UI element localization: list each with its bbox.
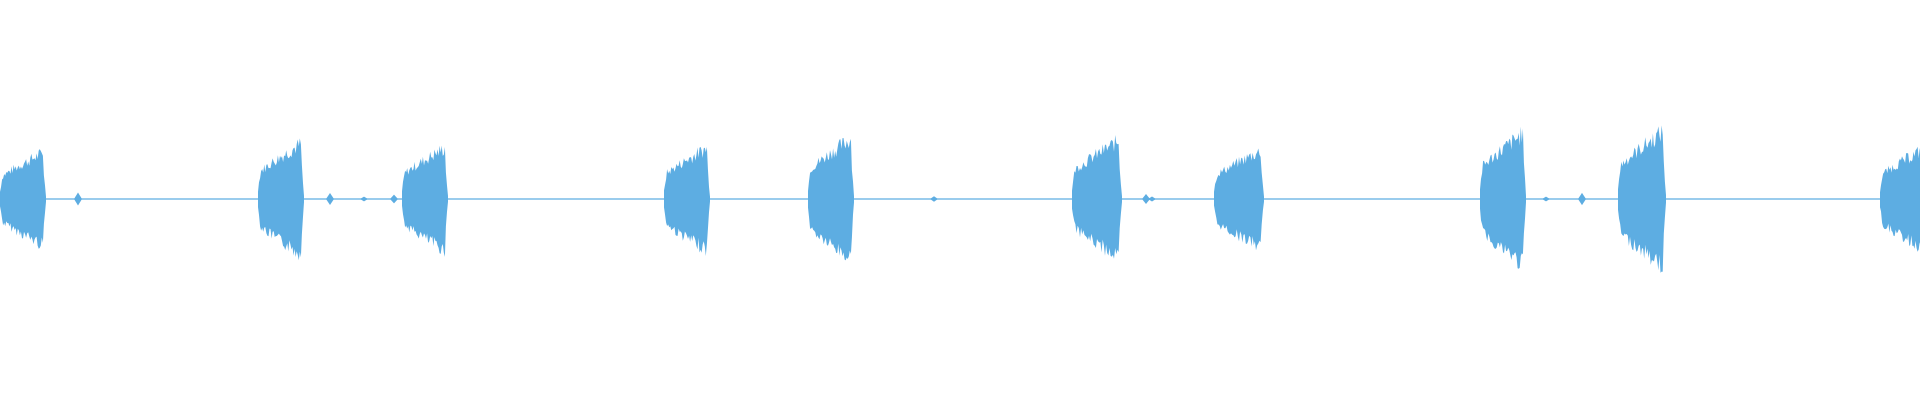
waveform-segment: [1880, 146, 1920, 252]
waveform-segment: [258, 138, 304, 261]
waveform-noise-blip: [930, 196, 938, 202]
waveform-noise-blip: [1148, 196, 1156, 202]
waveform-noise: [74, 192, 1586, 206]
waveform-noise-blip: [326, 192, 334, 206]
waveform-segment: [402, 145, 448, 257]
waveform-segment: [0, 149, 46, 249]
waveform-segment: [1618, 125, 1666, 273]
waveform-segment: [1480, 126, 1526, 269]
waveform-noise-blip: [1578, 192, 1586, 206]
waveform-noise-blip: [74, 192, 82, 206]
waveform-noise-blip: [360, 196, 368, 202]
waveform-noise-blip: [1542, 196, 1550, 202]
waveform-noise-blip: [390, 194, 398, 204]
waveform-segments: [0, 125, 1920, 273]
waveform-segment: [1072, 135, 1122, 259]
waveform-noise-blip: [1142, 194, 1150, 204]
waveform-segment: [664, 146, 710, 256]
waveform-segment: [1214, 148, 1264, 251]
waveform-segment: [808, 138, 854, 261]
